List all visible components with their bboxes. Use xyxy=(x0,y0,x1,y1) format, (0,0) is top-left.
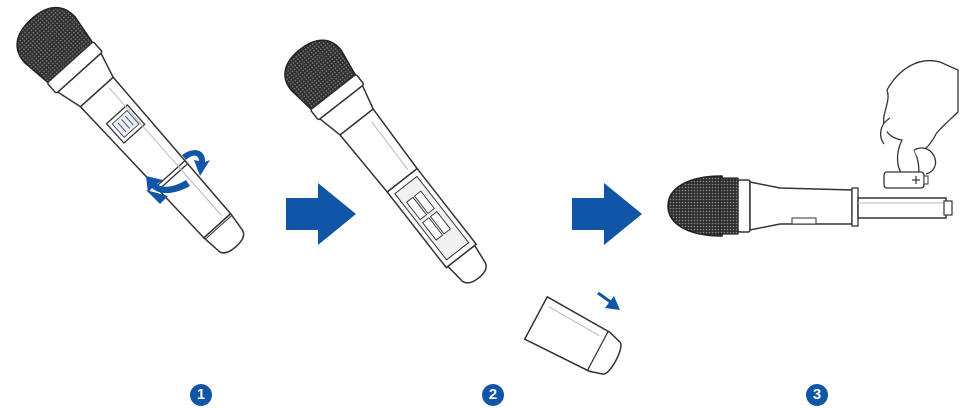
step-3-badge: 3 xyxy=(806,384,828,406)
right-arrow-icon xyxy=(286,183,356,245)
battery-icon xyxy=(884,172,928,188)
step-2-badge: 2 xyxy=(482,384,504,406)
hand-icon xyxy=(881,61,958,179)
microphone-step-2 xyxy=(275,30,504,298)
battery-cover xyxy=(525,297,627,382)
slide-down-arrow-icon xyxy=(598,293,620,310)
right-arrow-icon xyxy=(572,183,642,245)
step-1-badge: 1 xyxy=(190,384,212,406)
microphone-step-1 xyxy=(6,0,261,269)
